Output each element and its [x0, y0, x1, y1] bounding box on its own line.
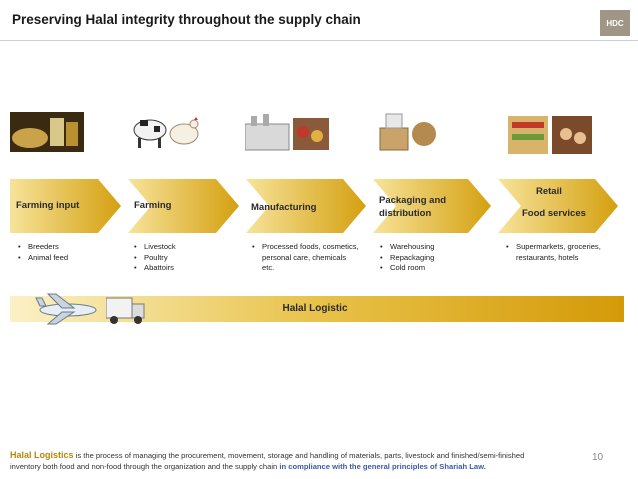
- stage-label: Manufacturing: [251, 202, 317, 213]
- stage-label: distribution: [379, 208, 432, 219]
- manufacturing-image: [244, 112, 331, 152]
- list-item: Abattoirs: [134, 263, 176, 274]
- stage-bullets-packaging: Warehousing Repackaging Cold room: [380, 242, 434, 274]
- retail-image: [508, 116, 592, 154]
- list-item: Animal feed: [18, 253, 68, 264]
- page-title: Preserving Halal integrity throughout th…: [12, 12, 361, 27]
- stage-label: Farming input: [16, 200, 80, 211]
- footer-text-1: is the process of managing the procureme…: [73, 451, 525, 460]
- farming-input-image: [10, 112, 84, 152]
- page-number: 10: [592, 452, 604, 463]
- list-item: Cold room: [380, 263, 434, 274]
- list-item: Poultry: [134, 253, 176, 264]
- halal-logistic-label: Halal Logistic: [282, 303, 348, 314]
- stage-packaging-distribution: Packaging and distribution: [373, 179, 491, 233]
- footer-text-2: inventory both food and non-food through…: [10, 462, 280, 471]
- list-item: Breeders: [18, 242, 68, 253]
- stage-label: Food services: [522, 208, 586, 219]
- stage-label: Farming: [134, 200, 172, 211]
- hdc-logo: HDC: [600, 10, 630, 36]
- truck-icon: [105, 296, 146, 326]
- list-item: Supermarkets, groceries,: [506, 242, 601, 253]
- title-divider: [0, 40, 638, 41]
- stage-bullets-retail: Supermarkets, groceries, restaurants, ho…: [506, 242, 601, 263]
- stage-farming: Farming: [128, 179, 239, 233]
- stage-label: Packaging and: [379, 195, 447, 206]
- stage-label: Retail: [536, 186, 562, 197]
- footer-emphasis: in compliance with the general principle…: [279, 462, 486, 471]
- list-item: Warehousing: [380, 242, 434, 253]
- stage-farming-input: Farming input: [10, 179, 121, 233]
- stage-retail-food-services: Retail Food services: [498, 179, 618, 233]
- livestock-image: [130, 112, 206, 152]
- list-item-continued: etc.: [262, 263, 275, 272]
- list-item: Livestock: [134, 242, 176, 253]
- list-item: Processed foods, cosmetics,: [252, 242, 359, 253]
- footer-term: Halal Logistics: [10, 450, 74, 460]
- stage-manufacturing: Manufacturing: [246, 179, 366, 233]
- list-item-continued: personal care, chemicals: [262, 252, 346, 262]
- footer-definition: Halal Logistics is the process of managi…: [10, 450, 570, 472]
- airplane-icon: [34, 292, 100, 326]
- packaging-image: [378, 112, 438, 152]
- stage-bullets-manufacturing: Processed foods, cosmetics, personal car…: [252, 242, 359, 274]
- list-item-continued: restaurants, hotels: [516, 252, 579, 262]
- stage-bullets-farming: Livestock Poultry Abattoirs: [134, 242, 176, 274]
- list-item: Repackaging: [380, 253, 434, 264]
- stage-bullets-farming-input: Breeders Animal feed: [18, 242, 68, 263]
